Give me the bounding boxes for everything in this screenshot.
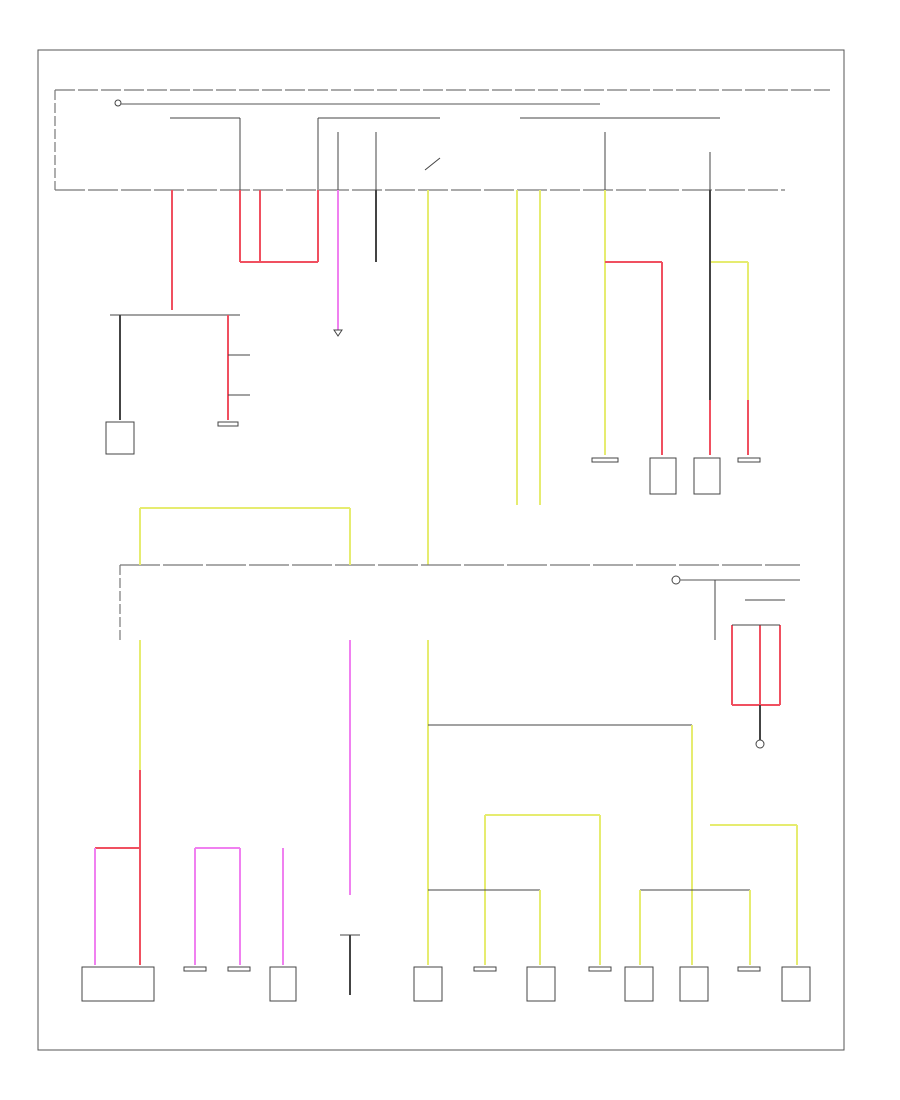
seat-module-c xyxy=(624,966,654,1002)
top-red-harness xyxy=(171,190,377,337)
seat-switch-b xyxy=(227,966,251,972)
top-right-components xyxy=(591,457,761,495)
top-connector-circle xyxy=(114,99,122,107)
seat-module xyxy=(693,457,721,495)
passenger-seat-switch xyxy=(105,421,135,455)
ground-connector-circle xyxy=(671,575,681,585)
passenger-seat-switch xyxy=(473,966,497,972)
seat-heater-left xyxy=(269,966,297,1002)
module-left xyxy=(81,966,155,1002)
ignition-switch xyxy=(424,157,441,171)
ground-symbol xyxy=(755,739,765,749)
middle-bus-section xyxy=(119,507,800,640)
passenger-seat-motor xyxy=(413,966,443,1002)
seat-module-e xyxy=(737,966,761,972)
ground-symbol xyxy=(333,329,343,337)
seat-switch-a xyxy=(183,966,207,972)
seat-module-d xyxy=(679,966,709,1002)
seat-module-b xyxy=(588,966,612,972)
right-front-speaker xyxy=(649,457,677,495)
passenger-seat-module xyxy=(737,457,761,463)
middle-right-harness xyxy=(731,624,781,749)
left-splice-group xyxy=(105,314,250,455)
top-yellow-wires xyxy=(427,190,749,565)
top-bus-section xyxy=(54,89,830,191)
passenger-seat-motor-b xyxy=(526,966,556,1002)
bottom-components xyxy=(81,966,811,1002)
passenger-seat-heater xyxy=(217,421,239,427)
left-front-speaker xyxy=(591,457,619,463)
lower-feeds xyxy=(94,640,798,995)
seat-module-f xyxy=(781,966,811,1002)
diagram-frame xyxy=(37,49,845,1051)
